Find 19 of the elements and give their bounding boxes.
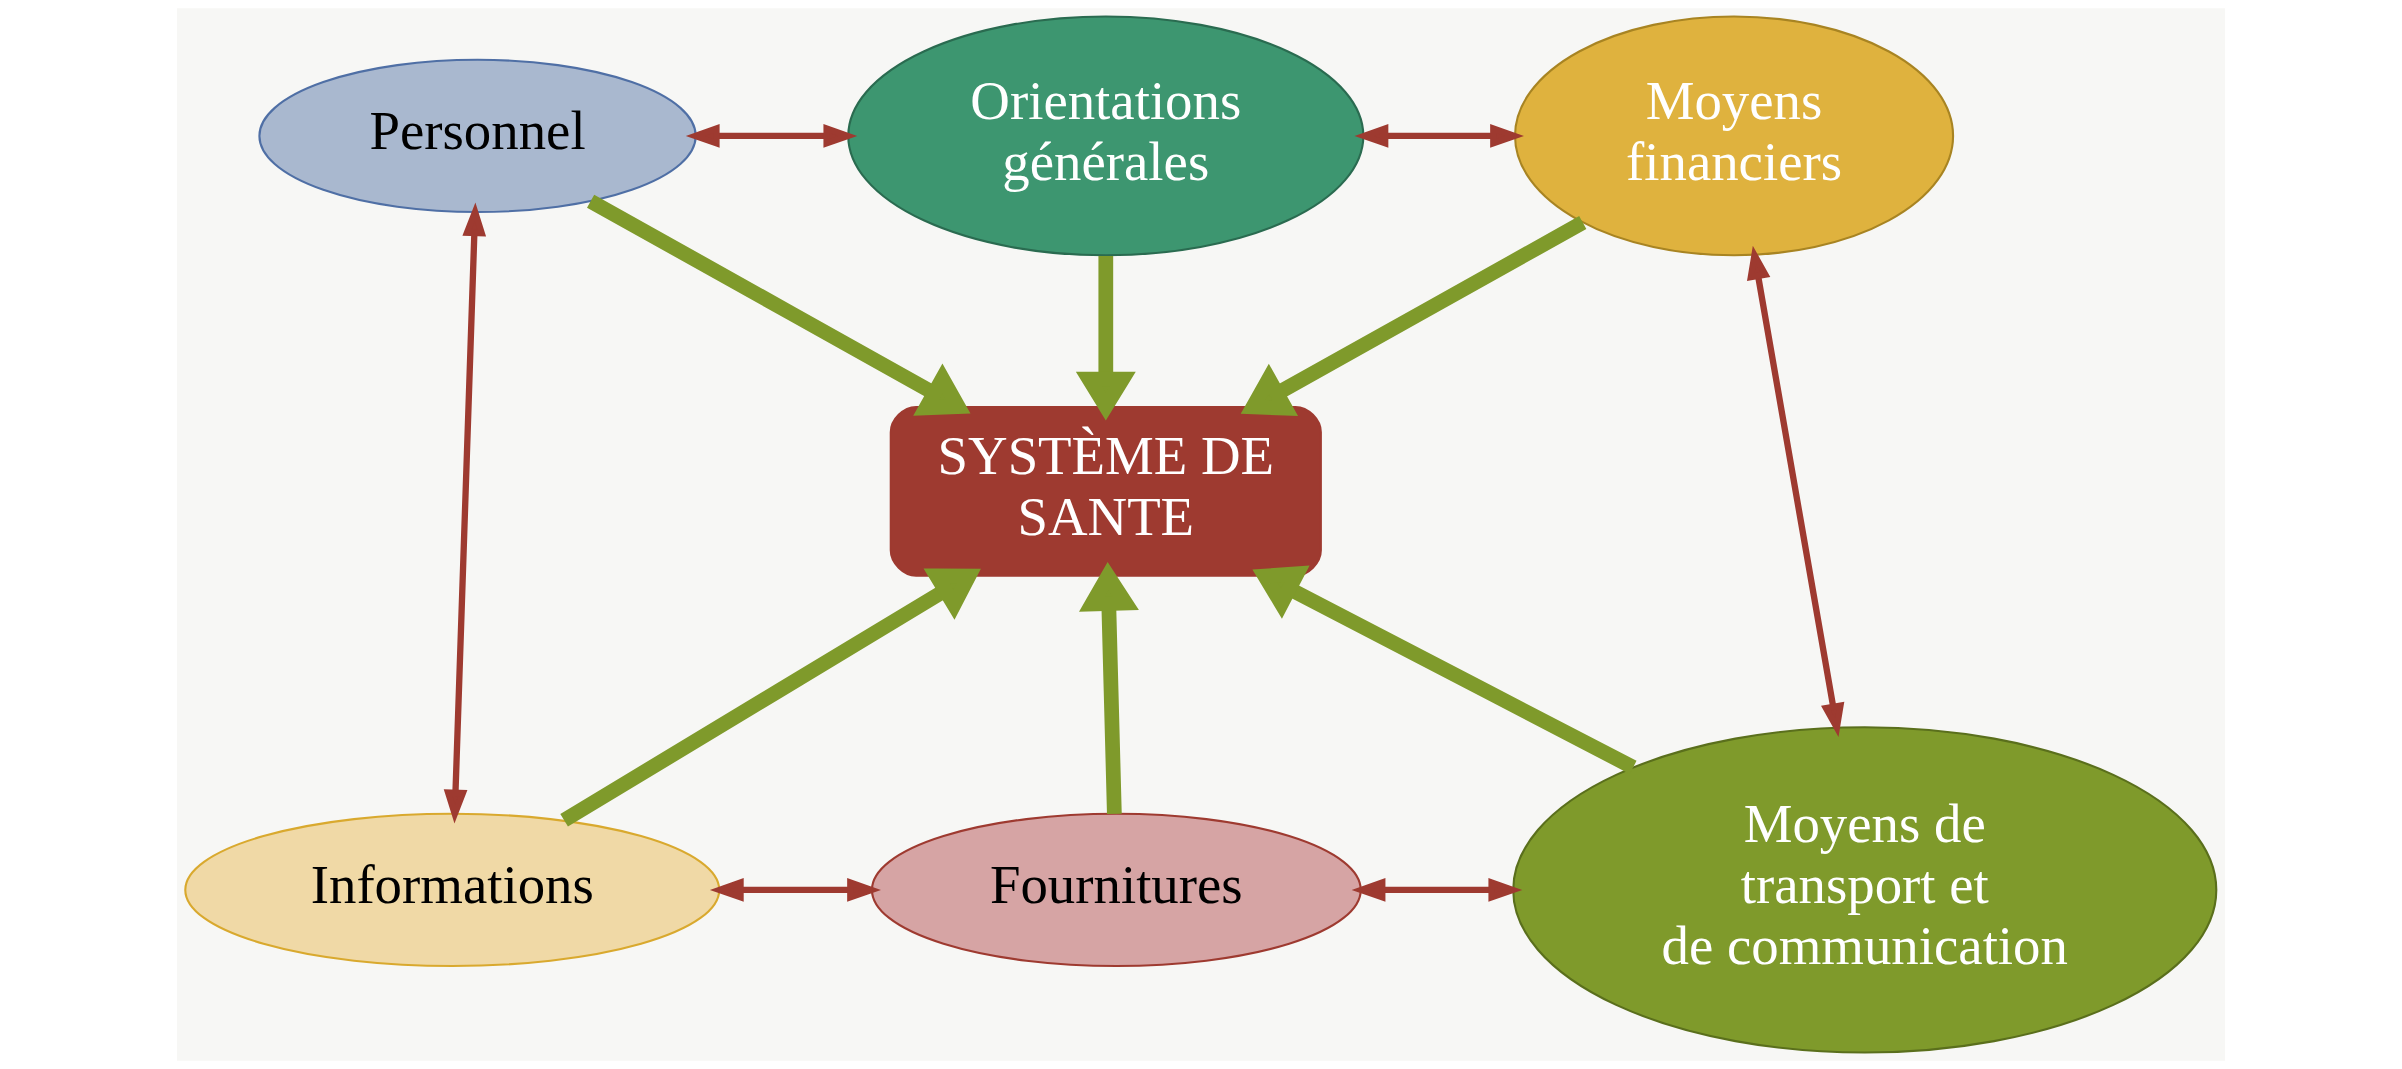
- node-ellipse: Informations: [184, 812, 721, 968]
- node-ellipse: Moyens financiers: [1513, 15, 1955, 257]
- arrow: [443, 202, 487, 824]
- node-box: SYSTÈME DE SANTE: [889, 405, 1322, 577]
- arrow: [1240, 216, 1587, 417]
- node-ellipse: Personnel: [258, 58, 697, 214]
- arrow: [560, 568, 981, 827]
- arrow: [1747, 245, 1845, 738]
- arrow: [1079, 561, 1139, 815]
- arrow: [709, 878, 881, 902]
- arrow: [1252, 565, 1637, 774]
- node-ellipse: Fournitures: [870, 812, 1362, 968]
- arrow: [1354, 124, 1524, 148]
- arrow: [1075, 255, 1136, 421]
- arrow: [1351, 878, 1523, 902]
- arrow: [587, 194, 971, 416]
- node-ellipse: Orientations générales: [847, 15, 1365, 257]
- node-ellipse: Moyens de transport et de communication: [1512, 726, 2218, 1054]
- arrow: [685, 124, 858, 148]
